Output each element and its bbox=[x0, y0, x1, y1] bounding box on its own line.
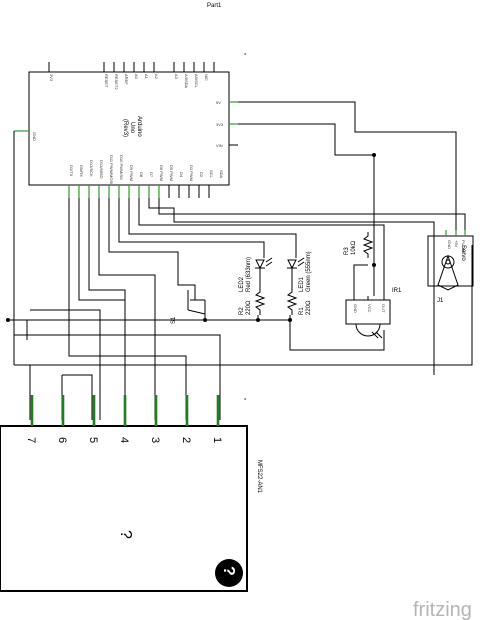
pin-label-top-5: AREF bbox=[124, 74, 129, 85]
r2-name: R2 bbox=[239, 307, 245, 315]
ir-name: IR1 bbox=[392, 288, 402, 294]
pin-label-top-12: A5/SCL bbox=[194, 74, 199, 89]
r3-value: 10kΩ bbox=[351, 240, 357, 255]
pin-label-top-7: A0 bbox=[134, 74, 139, 80]
servo-pin-gnd: GND bbox=[447, 240, 452, 249]
ir-receiver: GND VCC OUT IR1 bbox=[345, 288, 402, 339]
s1-name: S1 bbox=[171, 316, 177, 324]
pin-label-d1: D1/TX bbox=[69, 165, 74, 177]
junctions bbox=[6, 153, 376, 322]
arduino-board: Arduino Uno (Rev3) GND 5V 3V3 VIN bbox=[14, 62, 238, 198]
display-pin-label-1: 1 bbox=[211, 437, 223, 443]
pin-label-d8: D8 bbox=[139, 172, 144, 178]
resistor-r2: R2 220Ω bbox=[239, 288, 266, 315]
pin-label-scl: SCL bbox=[209, 170, 214, 179]
pin-label-d4: D4 bbox=[179, 172, 184, 178]
arduino-bottom-pins bbox=[68, 185, 210, 198]
fritzing-logo: fritzing bbox=[413, 599, 472, 620]
led1: LED1 Green (555nm) bbox=[287, 251, 312, 292]
pin-label-d9: D9 PWM bbox=[129, 165, 134, 181]
servo-ref: J1 bbox=[437, 298, 444, 304]
pin-label-top-8: A1 bbox=[144, 74, 149, 80]
display-pin-label-6: 6 bbox=[56, 437, 68, 443]
r2-value: 220Ω bbox=[246, 300, 252, 315]
display-name: MFS22-AN1 bbox=[256, 460, 262, 494]
display-module: 7 6 5 4 3 2 1 ? ? MFS22-AN1 bbox=[0, 395, 262, 592]
arduino-label: Arduino Uno (Rev3) bbox=[122, 116, 142, 137]
arduino-5v-label: 5V bbox=[216, 100, 221, 105]
r1-name: R1 bbox=[299, 307, 305, 315]
unknown-part-icon bbox=[215, 559, 243, 587]
pin-label-d7: D7 bbox=[149, 172, 154, 178]
svg-text:a: a bbox=[244, 396, 247, 401]
servo-pin-pulse: PULSE bbox=[461, 240, 466, 253]
svg-text:(Rev3): (Rev3) bbox=[122, 119, 128, 137]
arduino-3v3-label: 3V3 bbox=[216, 122, 224, 127]
ir-pin-gnd: GND bbox=[353, 304, 358, 313]
resistor-r1: R1 220Ω bbox=[286, 288, 312, 315]
arduino-vin-label: VIN bbox=[216, 143, 223, 148]
led2: LED2 Red (633nm) bbox=[239, 257, 273, 292]
led2-desc: Red (633nm) bbox=[246, 257, 252, 292]
pin-label-top-10: A3 bbox=[174, 74, 179, 80]
pin-label-d13: D13/SCK bbox=[89, 160, 94, 177]
svg-text:Uno: Uno bbox=[129, 122, 135, 134]
resistor-r3: R3 10kΩ bbox=[344, 232, 374, 258]
pin-label-top-3: RESET bbox=[104, 74, 109, 88]
display-pin-label-3: 3 bbox=[149, 437, 161, 443]
pin-label-d6: D6 PWM bbox=[159, 165, 164, 181]
pin-label-d10: D10 PWM/SS bbox=[119, 155, 124, 180]
pin-label-d11: D11 PWM/MOSI bbox=[109, 155, 114, 184]
svg-text:Arduino: Arduino bbox=[136, 116, 142, 137]
display-outline bbox=[0, 425, 248, 592]
arduino-top-pins bbox=[48, 62, 215, 72]
pin-label-d2: D2 bbox=[199, 172, 204, 178]
led1-name: LED1 bbox=[299, 276, 305, 292]
ir-pin-vcc: VCC bbox=[367, 304, 372, 313]
led1-desc: Green (555nm) bbox=[306, 251, 312, 292]
display-pin-label-4: 4 bbox=[118, 437, 130, 443]
pin-label-top-13: N/C bbox=[204, 74, 209, 81]
arduino-gnd-label: GND bbox=[32, 132, 37, 141]
display-pin-label-2: 2 bbox=[180, 437, 192, 443]
servo-j1: Servo GND +5V PULSE J1 bbox=[427, 230, 474, 304]
pin-label-d5: D5 PWM bbox=[169, 165, 174, 181]
pin-label-top-0: 3V3 bbox=[49, 74, 54, 82]
wires bbox=[8, 101, 473, 420]
led2-name: LED2 bbox=[239, 276, 245, 292]
pin-label-d3: D3 PWM bbox=[189, 165, 194, 181]
r3-name: R3 bbox=[344, 247, 350, 255]
svg-text:a: a bbox=[244, 51, 247, 56]
r1-value: 220Ω bbox=[306, 300, 312, 315]
pin-label-sda: SDA bbox=[219, 170, 224, 179]
pin-label-top-4: RESET2 bbox=[114, 74, 119, 90]
servo-name: Servo bbox=[460, 245, 466, 261]
display-pin-label-7: 7 bbox=[25, 437, 37, 443]
servo-pin-5v: +5V bbox=[454, 240, 459, 248]
unknown-part-icon-mark: ? bbox=[220, 566, 237, 576]
display-unknown-mark: ? bbox=[117, 530, 134, 539]
part-title: Part1 bbox=[207, 3, 222, 9]
arduino-outline bbox=[28, 71, 230, 186]
pin-label-d0: D0/RX bbox=[79, 165, 84, 177]
pin-label-top-9: A2 bbox=[154, 74, 159, 80]
display-pin-label-5: 5 bbox=[87, 437, 99, 443]
switch-s1: S1 bbox=[171, 290, 206, 324]
ir-pin-out: OUT bbox=[381, 304, 386, 313]
pin-label-d12: D12/MISO bbox=[99, 160, 104, 179]
pin-label-top-11: A4/SDA bbox=[184, 74, 189, 89]
